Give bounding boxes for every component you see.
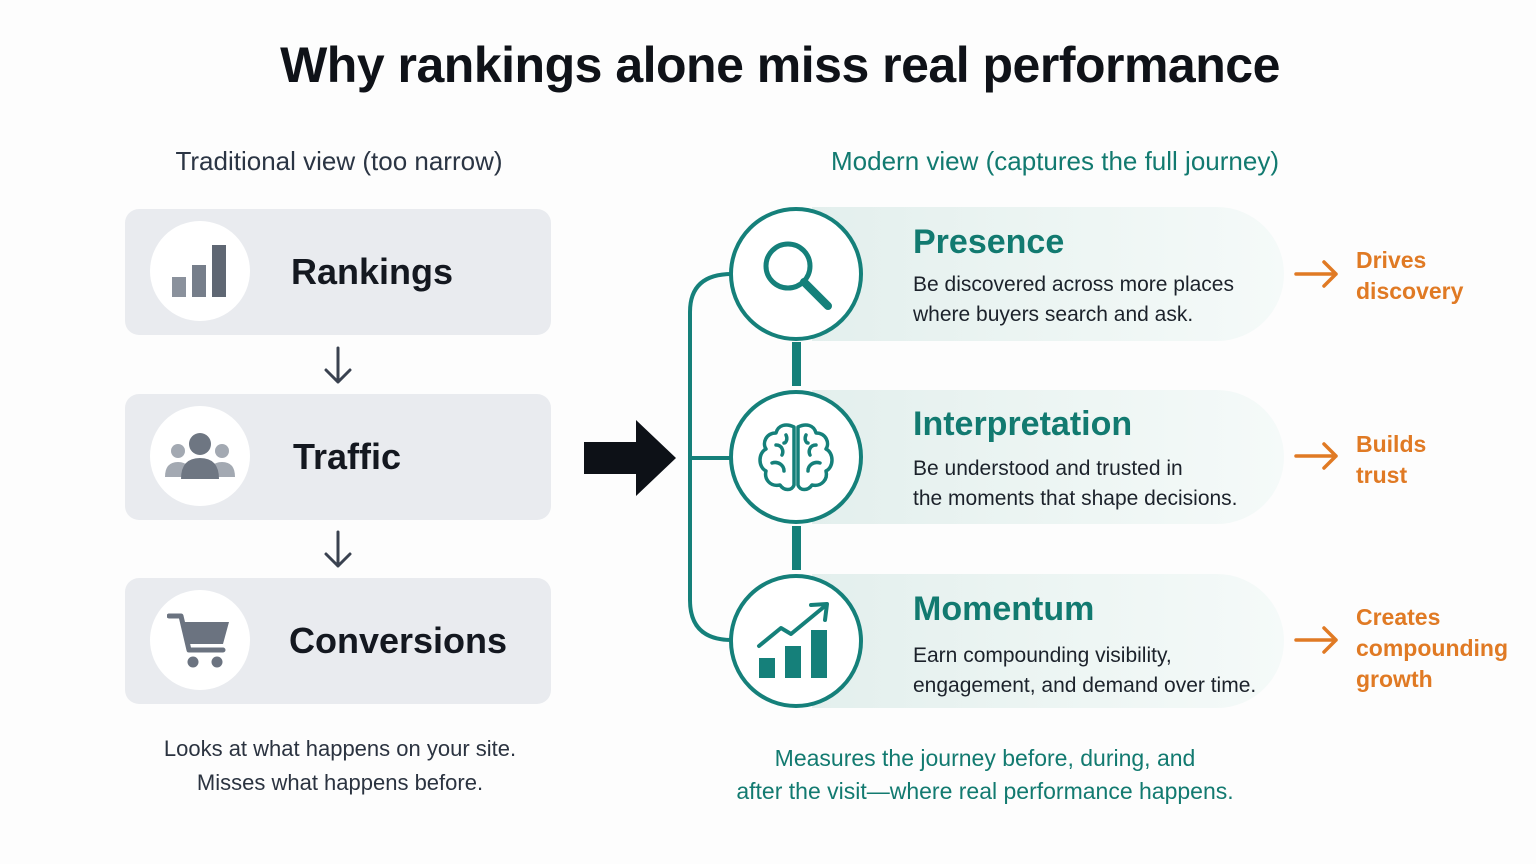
modern-caption-2: after the visit—where real performance h… (736, 778, 1234, 804)
momentum-desc-2: engagement, and demand over time. (913, 674, 1257, 697)
rankings-label: Rankings (291, 251, 454, 292)
outcome-arrow-icon-2 (1294, 442, 1338, 470)
momentum-title: Momentum (913, 590, 1095, 628)
growth-chart-icon (729, 574, 863, 708)
traffic-card: Traffic (125, 394, 551, 520)
conversions-card: Conversions (125, 578, 551, 704)
momentum-panel (812, 574, 1284, 708)
traffic-label: Traffic (293, 436, 402, 477)
outcome-arrow-icon-3 (1294, 626, 1338, 654)
modern-caption-1: Measures the journey before, during, and (774, 745, 1196, 771)
interpretation-desc-2: the moments that shape decisions. (913, 487, 1238, 510)
presence-title: Presence (913, 223, 1065, 261)
interpretation-outcome-1: Builds (1356, 431, 1427, 457)
interpretation-desc-1: Be understood and trusted in (913, 457, 1183, 480)
people-icon (150, 406, 250, 506)
modern-caption: Measures the journey before, during, and… (710, 742, 1260, 808)
page-title: Why rankings alone miss real performance (280, 37, 1280, 93)
brain-icon (729, 390, 863, 524)
interpretation-outcome-2: trust (1356, 462, 1408, 488)
outcome-arrow-icon (1294, 260, 1338, 288)
presence-desc-2: where buyers search and ask. (913, 303, 1194, 326)
presence-outcome-2: discovery (1356, 278, 1464, 304)
journey-connector (688, 272, 801, 642)
modern-heading: Modern view (captures the full journey) (831, 146, 1279, 176)
presence-desc-1: Be discovered across more places (913, 273, 1234, 296)
cart-icon (150, 590, 250, 690)
interpretation-title: Interpretation (913, 405, 1133, 443)
interpretation-panel (812, 390, 1284, 524)
presence-panel (812, 207, 1284, 341)
traditional-heading: Traditional view (too narrow) (175, 146, 503, 176)
transition-arrow-icon (584, 420, 676, 496)
down-arrow-icon (324, 346, 352, 384)
bar-chart-icon (150, 221, 250, 321)
rankings-card: Rankings (125, 209, 551, 335)
magnifier-icon (729, 207, 863, 341)
conversions-label: Conversions (289, 620, 508, 661)
traditional-caption-2: Misses what happens before. (196, 770, 484, 795)
momentum-outcome-3: growth (1356, 666, 1433, 692)
momentum-outcome-1: Creates (1356, 604, 1441, 630)
momentum-desc-1: Earn compounding visibility, (913, 644, 1172, 667)
traditional-caption-1: Looks at what happens on your site. (163, 736, 517, 761)
presence-outcome-1: Drives (1356, 247, 1427, 273)
down-arrow-icon-2 (324, 530, 352, 568)
momentum-outcome-2: compounding (1356, 635, 1509, 661)
